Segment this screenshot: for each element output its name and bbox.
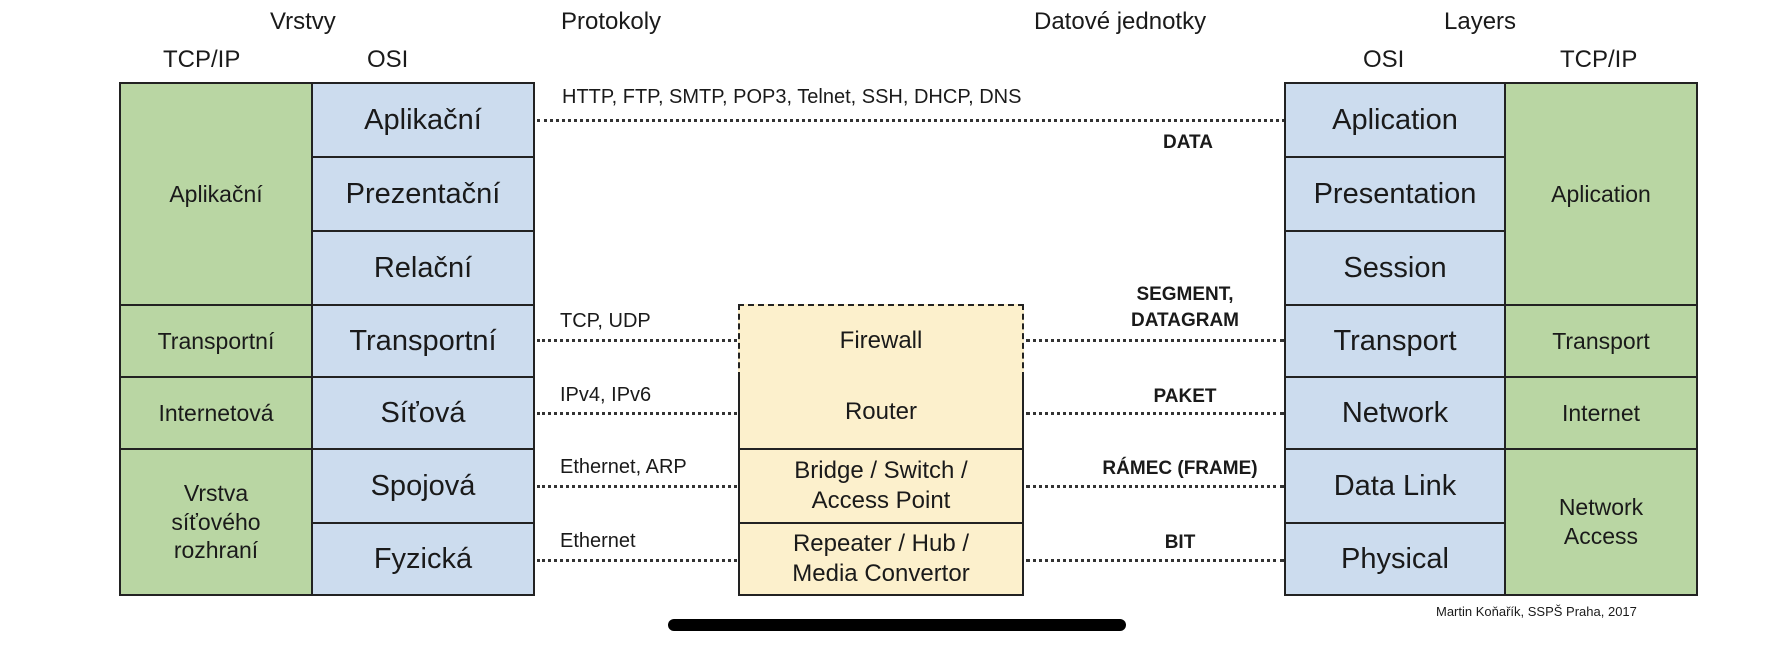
right-osi-network: Network (1284, 376, 1506, 450)
protocols-physical: Ethernet (560, 530, 636, 552)
left-osi-presentation: Prezentační (311, 156, 535, 232)
left-osi-transport: Transportní (311, 304, 535, 378)
device-repeater-hub: Repeater / Hub / Media Convertor (738, 522, 1024, 596)
right-osi-session: Session (1284, 230, 1506, 306)
right-osi-transport: Transport (1284, 304, 1506, 378)
connector-network-left (537, 412, 737, 415)
data-unit-bit: BIT (1164, 532, 1196, 553)
right-osi-heading: OSI (1363, 46, 1405, 73)
protocols-transport: TCP, UDP (560, 310, 651, 332)
right-tcpip-heading: TCP/IP (1560, 46, 1638, 73)
device-bridge-switch: Bridge / Switch / Access Point (738, 448, 1024, 524)
left-tcpip-application: Aplikační (119, 82, 313, 306)
left-layers-heading: Vrstvy (270, 8, 336, 35)
right-tcpip-application: Aplication (1504, 82, 1698, 306)
connector-physical-right (1026, 559, 1284, 562)
left-osi-physical: Fyzická (311, 522, 535, 596)
connector-network-right (1026, 412, 1284, 415)
left-tcpip-network-interface: Vrstva síťového rozhraní (119, 448, 313, 596)
data-unit-segment: SEGMENT, DATAGRAM (1131, 284, 1239, 331)
device-firewall: Firewall (738, 304, 1024, 378)
left-osi-heading: OSI (367, 46, 409, 73)
left-osi-network: Síťová (311, 376, 535, 450)
connector-physical-left (537, 559, 737, 562)
connector-data-link-left (537, 485, 737, 488)
data-unit-data: DATA (1163, 132, 1213, 153)
right-osi-application: Aplication (1284, 82, 1506, 158)
device-router: Router (738, 376, 1024, 450)
protocols-application: HTTP, FTP, SMTP, POP3, Telnet, SSH, DHCP… (562, 86, 1022, 108)
right-tcpip-network-access: Network Access (1504, 448, 1698, 596)
left-tcpip-internet: Internetová (119, 376, 313, 450)
connector-data-link-right (1026, 485, 1284, 488)
connector-application (537, 119, 1285, 122)
left-tcpip-heading: TCP/IP (163, 46, 241, 73)
protocols-data-link: Ethernet, ARP (560, 456, 687, 478)
right-tcpip-transport: Transport (1504, 304, 1698, 378)
right-layers-heading: Layers (1444, 8, 1517, 35)
author-credit: Martin Koňařík, SSPŠ Praha, 2017 (1436, 604, 1637, 619)
connector-transport-right (1026, 339, 1284, 342)
left-osi-session: Relační (311, 230, 535, 306)
data-unit-packet: PAKET (1153, 386, 1217, 407)
left-tcpip-transport: Transportní (119, 304, 313, 378)
right-osi-physical: Physical (1284, 522, 1506, 596)
protocols-network: IPv4, IPv6 (560, 384, 652, 406)
protocols-heading: Protokoly (561, 8, 662, 35)
left-osi-application: Aplikační (311, 82, 535, 158)
connector-transport-left (537, 339, 737, 342)
data-units-heading: Datové jednotky (1034, 8, 1207, 35)
right-osi-data-link: Data Link (1284, 448, 1506, 524)
scroll-indicator[interactable] (668, 619, 1126, 631)
right-tcpip-internet: Internet (1504, 376, 1698, 450)
data-unit-frame: RÁMEC (FRAME) (1102, 458, 1258, 479)
left-osi-data-link: Spojová (311, 448, 535, 524)
right-osi-presentation: Presentation (1284, 156, 1506, 232)
